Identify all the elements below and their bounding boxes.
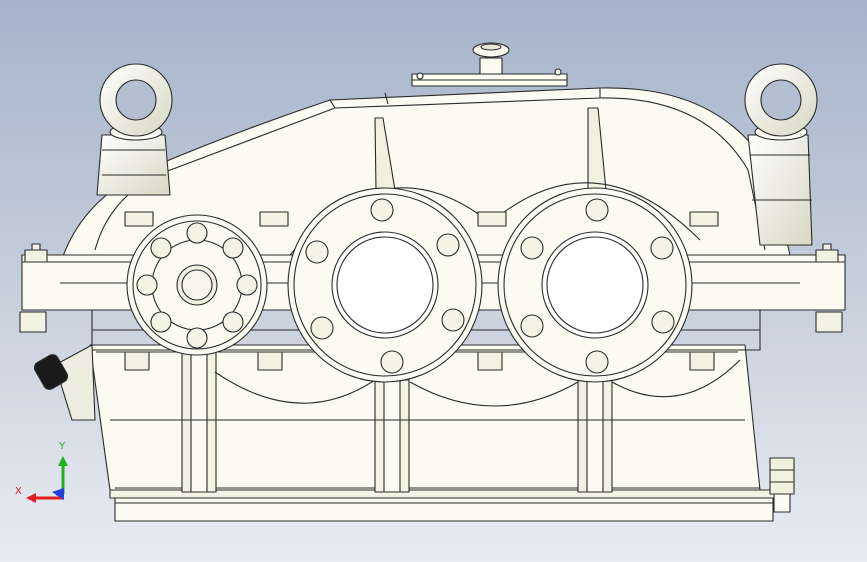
input-bearing-cap [126, 214, 268, 356]
coordinate-triad: Y X [12, 438, 82, 508]
flange-bolts [19, 211, 843, 371]
x-axis-label: X [15, 486, 22, 497]
intermediate-bearing-cap [287, 187, 483, 383]
base-foot-plate [109, 489, 779, 522]
right-lifting-eye[interactable] [744, 63, 818, 246]
drain-plug[interactable] [769, 457, 795, 513]
y-axis-label: Y [59, 441, 66, 452]
triad-arrows [26, 456, 68, 503]
vent-plug[interactable] [472, 42, 510, 75]
output-bearing-cap [497, 187, 693, 383]
left-lifting-eye[interactable] [96, 63, 173, 196]
oil-gauge[interactable] [32, 344, 96, 421]
